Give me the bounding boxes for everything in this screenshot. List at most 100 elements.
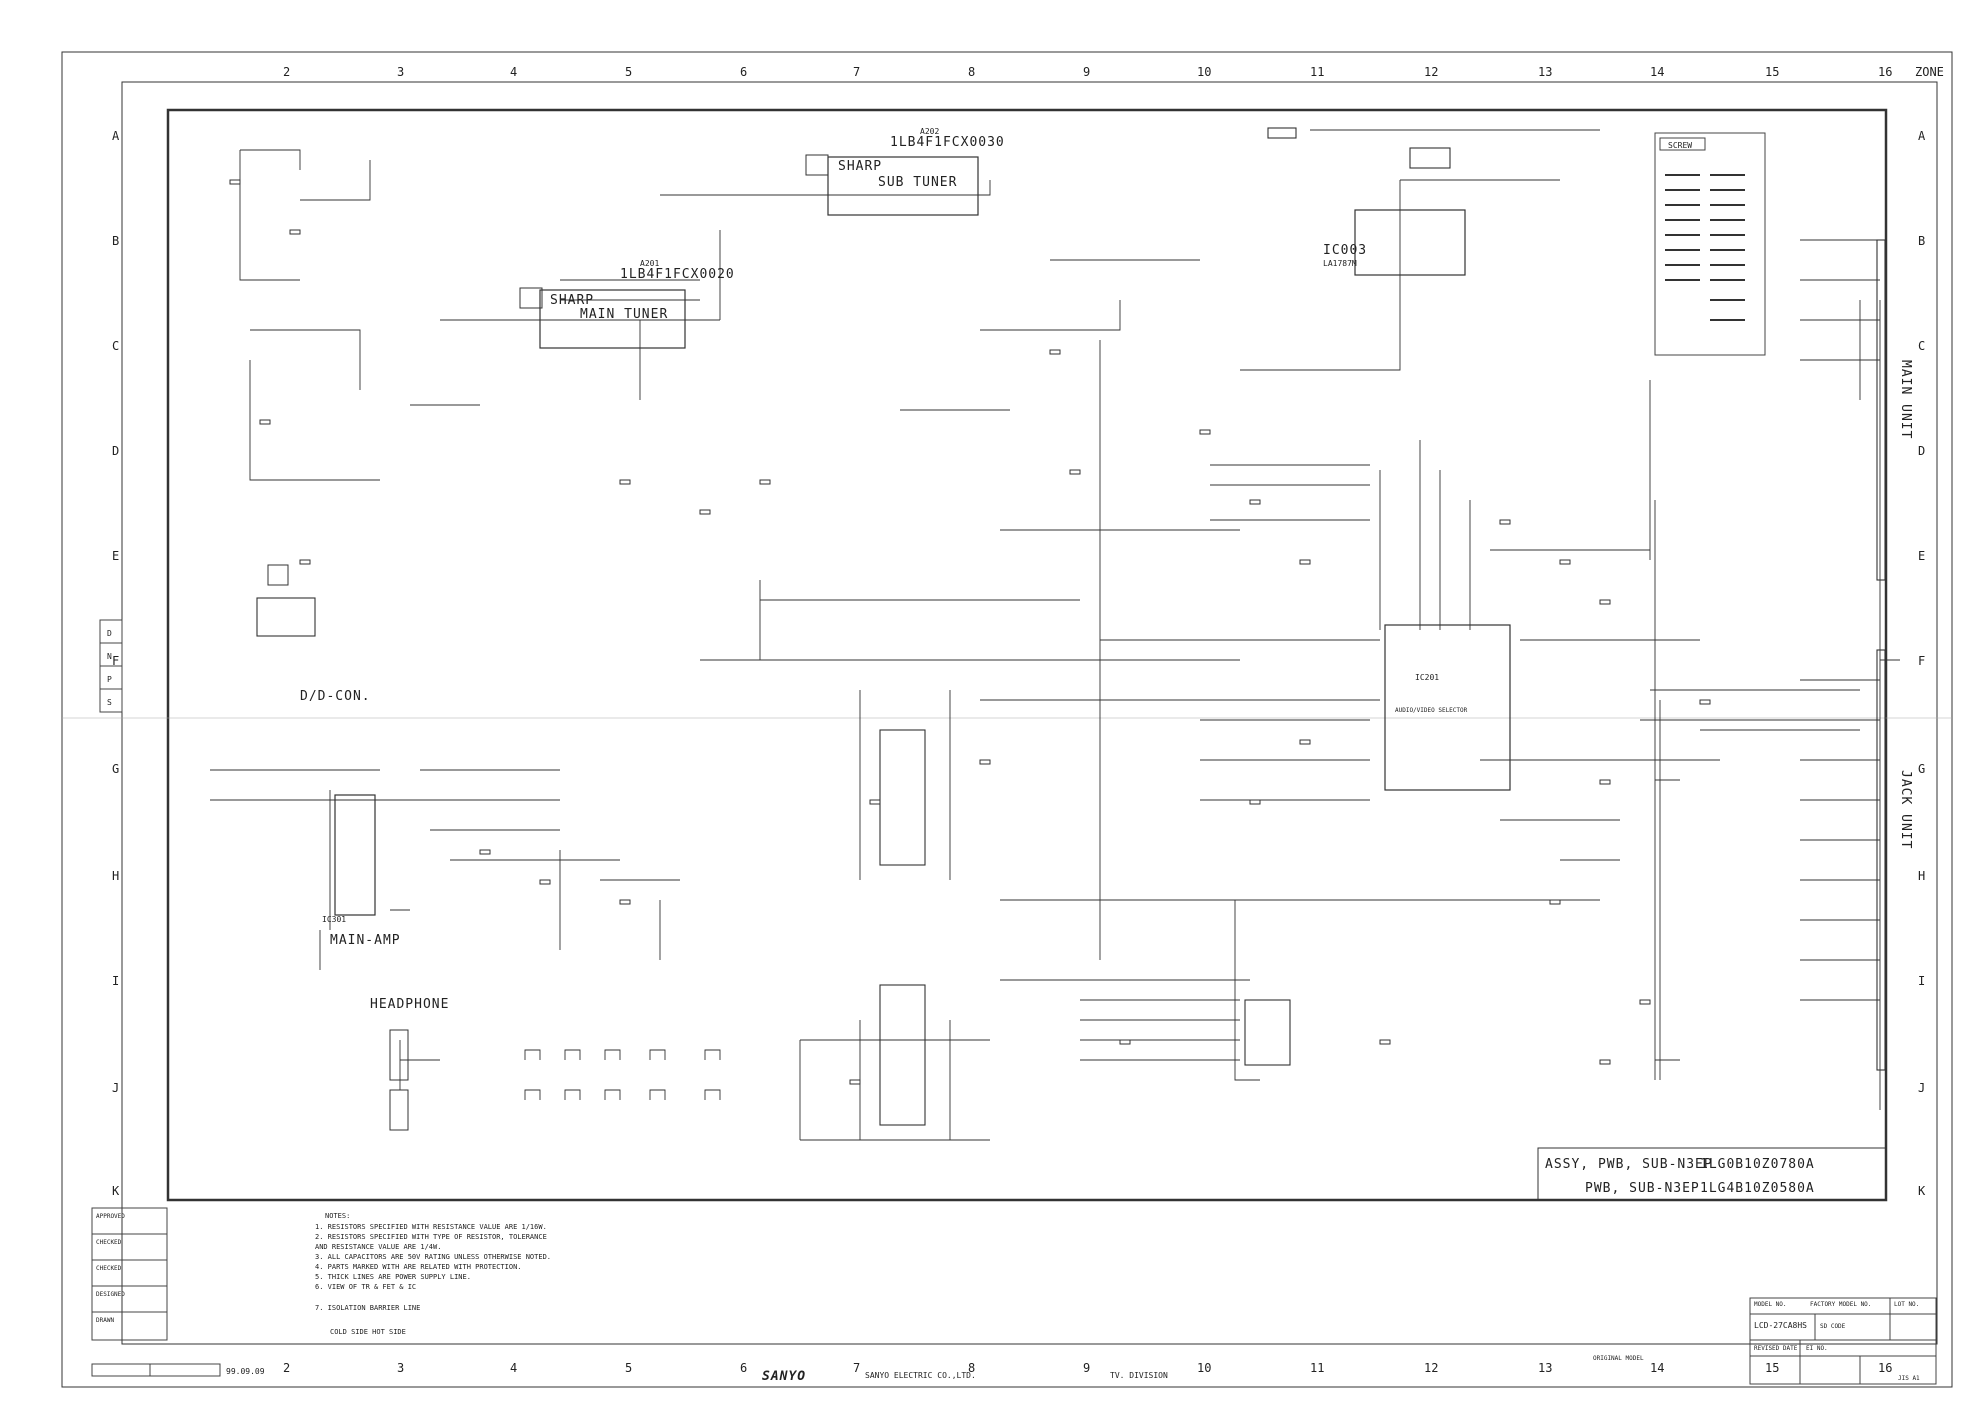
sub-tuner-block: SHARP SUB TUNER A202 1LB4F1FCX0030 (805, 127, 1004, 216)
zone-number-6: 6 (740, 65, 747, 79)
zone-number-10: 10 (1197, 1361, 1211, 1375)
footer-original-model: ORIGINAL MODEL (1593, 1355, 1644, 1362)
zone-number-15: 15 (1765, 65, 1779, 79)
component-28 (849, 1079, 861, 1085)
component-12 (1499, 519, 1511, 525)
zone-number-11: 11 (1310, 1361, 1324, 1375)
component-18 (1299, 739, 1311, 745)
zone-number-10: 10 (1197, 65, 1211, 79)
zone-letter-B: B (1918, 234, 1925, 248)
component-5 (699, 509, 711, 515)
main-tuner-name: MAIN TUNER (580, 307, 668, 322)
screw-legend-box: SCREW (1654, 132, 1766, 356)
zone-number-2: 2 (283, 1361, 290, 1375)
component-9 (1199, 429, 1211, 435)
component-21 (539, 879, 551, 885)
zone-letter-J: J (112, 1081, 119, 1095)
switch-array (524, 1049, 721, 1100)
sub-tuner-ref: A202 (920, 127, 939, 136)
model-number: LCD-27CA8HS (1754, 1321, 1807, 1330)
notes-title: NOTES: (325, 1212, 350, 1220)
footer-division: TV. DIVISION (1110, 1371, 1168, 1380)
notes-line-1: 2. RESISTORS SPECIFIED WITH TYPE OF RESI… (315, 1233, 547, 1241)
main-tuner-ref: A201 (640, 259, 659, 268)
ic301-ref: IC301 (322, 915, 346, 924)
component-22 (619, 899, 631, 905)
zone-letter-H: H (1918, 869, 1925, 883)
side-letter-3: S (107, 698, 112, 707)
component-6 (759, 479, 771, 485)
zone-letter-K: K (112, 1184, 120, 1198)
zone-number-13: 13 (1538, 1361, 1552, 1375)
signoff-3: DESIGNED (96, 1291, 125, 1298)
zone-number-14: 14 (1650, 65, 1664, 79)
footer-brand: SANYO (762, 1369, 806, 1384)
zone-letter-D: D (1918, 444, 1925, 458)
notes-line-4: 4. PARTS MARKED WITH ARE RELATED WITH PR… (315, 1263, 522, 1271)
zone-number-16: 16 (1878, 1361, 1892, 1375)
notes-line-2: AND RESISTANCE VALUE ARE 1/4W. (315, 1243, 441, 1251)
signoff-1: CHECKED (96, 1239, 122, 1246)
component-7 (1049, 349, 1061, 355)
zone-number-8: 8 (968, 1361, 975, 1375)
dd-con-label: D/D-CON. (300, 689, 371, 704)
component-0 (229, 179, 241, 185)
zone-letter-F: F (112, 654, 119, 668)
sub-tuner-name: SUB TUNER (878, 175, 957, 190)
zone-number-15: 15 (1765, 1361, 1779, 1375)
model-label: MODEL NO. (1754, 1301, 1787, 1308)
zone-letter-E: E (112, 549, 119, 563)
ic003-block: IC003 LA1787M (1323, 209, 1466, 276)
zone-number-12: 12 (1424, 65, 1438, 79)
component-24 (1379, 1039, 1391, 1045)
circuit-wiring (210, 129, 1900, 1141)
notes-block: NOTES: 1. RESISTORS SPECIFIED WITH RESIS… (315, 1212, 551, 1336)
zone-number-7: 7 (853, 65, 860, 79)
zone-marker: ZONE (1915, 65, 1944, 79)
side-letter-1: N (107, 652, 112, 661)
sd-code-label: SD CODE (1820, 1323, 1846, 1330)
center-ic-blocks (879, 127, 1451, 1126)
component-10 (1249, 499, 1261, 505)
jack-unit-label: JACK UNIT (1898, 770, 1913, 849)
component-2 (259, 419, 271, 425)
signoff-2: CHECKED (96, 1265, 122, 1272)
component-26 (1639, 999, 1651, 1005)
ic003-ref: IC003 (1323, 243, 1367, 258)
zone-number-3: 3 (397, 1361, 404, 1375)
main-tuner-brand: SHARP (550, 293, 594, 308)
assy-line1-part: 1LG0B10Z0780A (1700, 1157, 1815, 1172)
footer-strip: 99.09.09 SANYO SANYO ELECTRIC CO.,LTD. T… (91, 1355, 1920, 1384)
zone-letter-C: C (112, 339, 119, 353)
component-19 (1249, 799, 1261, 805)
main-amp-label: MAIN-AMP (330, 933, 401, 948)
headphone-label: HEADPHONE (370, 997, 449, 1012)
zone-number-16: 16 (1878, 65, 1892, 79)
ic201-name: AUDIO/VIDEO SELECTOR (1395, 707, 1468, 714)
zone-letter-A: A (1918, 129, 1926, 143)
zone-letter-I: I (1918, 974, 1925, 988)
zone-number-13: 13 (1538, 65, 1552, 79)
component-20 (479, 849, 491, 855)
headphone-block: HEADPHONE (370, 997, 449, 1131)
ic301-block: IC301 MAIN-AMP (322, 794, 401, 948)
component-14 (1599, 599, 1611, 605)
assembly-info: ASSY, PWB, SUB-N3EP 1LG0B10Z0780A PWB, S… (1537, 1147, 1887, 1201)
side-letter-0: D (107, 629, 112, 638)
notes-line-5: 5. THICK LINES ARE POWER SUPPLY LINE. (315, 1273, 471, 1281)
factory-label: FACTORY MODEL NO. (1810, 1301, 1871, 1308)
main-unit-label: MAIN UNIT (1898, 360, 1913, 439)
notes-footer: COLD SIDE HOT SIDE (330, 1328, 406, 1336)
ic201-ref: IC201 (1415, 673, 1439, 682)
zone-letter-D: D (112, 444, 119, 458)
component-3 (299, 559, 311, 565)
zone-letter-B: B (112, 234, 119, 248)
zone-letter-H: H (112, 869, 119, 883)
title-block: MODEL NO. FACTORY MODEL NO. LCD-27CA8HS … (1749, 1297, 1937, 1385)
footer-standard: JIS A1 (1898, 1375, 1920, 1382)
screw-label: SCREW (1668, 141, 1692, 150)
main-tuner-block: SHARP MAIN TUNER A201 1LB4F1FCX0020 (519, 259, 734, 349)
zone-number-5: 5 (625, 1361, 632, 1375)
notes-line-6: 6. VIEW OF TR & FET & IC (315, 1283, 416, 1291)
